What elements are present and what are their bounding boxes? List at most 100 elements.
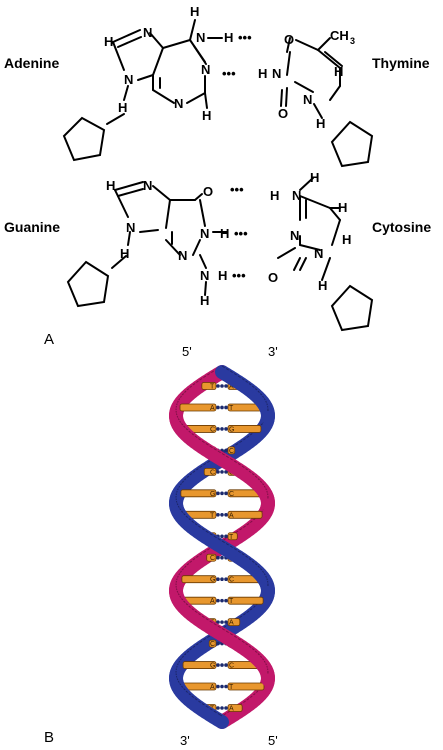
base-block [227, 682, 265, 691]
atom-n: N [178, 248, 187, 263]
atom-h: H [224, 30, 233, 45]
base-block [227, 618, 241, 627]
strand-end-bottom-right: 5' [268, 733, 278, 748]
hydrogen-bond-dot [224, 577, 228, 581]
atom-n: N [200, 268, 209, 283]
hydrogen-bond-dot [216, 555, 220, 560]
base-letter: T [210, 384, 215, 391]
hydrogen-bond-dot [224, 448, 228, 453]
atom-n: N [200, 226, 209, 241]
atom-n: N [303, 92, 312, 107]
atom-o: O [278, 106, 288, 121]
atom-h: H [106, 178, 115, 193]
base-letter: A [229, 620, 234, 627]
atom-n: N [201, 62, 210, 77]
hydrogen-bond-dot [216, 491, 220, 496]
atom-h: H [118, 100, 127, 115]
hydrogen-bond-dot [216, 470, 220, 474]
hbond-dots: ••• [230, 182, 244, 197]
guanine-label: Guanine [4, 219, 60, 235]
strand-end-top-left: 5' [182, 344, 192, 359]
hydrogen-bond-dot [220, 684, 224, 689]
base-letter: G [229, 426, 234, 433]
hydrogen-bond-dot [224, 384, 228, 388]
atom-n: N [174, 96, 183, 111]
atom-n: N [292, 188, 301, 203]
base-letter: C [229, 491, 234, 498]
sugar-ring-guanine [66, 260, 110, 308]
base-letter: A [210, 405, 215, 412]
methyl-subscript: 3 [350, 36, 355, 46]
strand-front [169, 365, 275, 729]
hydrogen-bond-dot [220, 470, 224, 474]
atom-h: H [220, 226, 229, 241]
hydrogen-bond-dot [216, 641, 220, 646]
strand-end-bottom-left: 3' [180, 733, 190, 748]
atom-n: N [314, 246, 323, 261]
hydrogen-bond-dot [224, 427, 228, 431]
base-letter: A [229, 706, 234, 713]
panel-b: TAATCGGCCGGCTAATCGGCATTACGGCATTA 5' 3' 3… [44, 344, 278, 748]
atom-n: N [143, 25, 152, 40]
methyl-label: CH [330, 28, 349, 43]
base-letter: T [229, 598, 234, 605]
hydrogen-bond-dot [224, 513, 228, 517]
atom-n: N [126, 220, 135, 235]
base-letter: A [210, 684, 215, 691]
strand-end-top-right: 3' [268, 344, 278, 359]
base-block [208, 639, 217, 648]
base-block [182, 661, 217, 669]
atom-h: H [190, 4, 199, 19]
base-letter: A [210, 598, 215, 605]
hydrogen-bond-dot [220, 405, 224, 410]
hydrogen-bond-dot [220, 513, 224, 517]
atom-o: O [268, 270, 278, 285]
hbond-dots: ••• [222, 66, 236, 81]
sugar-ring-adenine [62, 116, 106, 162]
hydrogen-bond-dot [216, 405, 220, 410]
base-block [227, 596, 264, 605]
base-block [227, 510, 263, 519]
adenine-label: Adenine [4, 55, 59, 71]
hydrogen-bond-dot [216, 663, 220, 667]
atom-o: O [284, 32, 294, 47]
atom-o: O [203, 184, 213, 199]
hydrogen-bond-dot [220, 384, 224, 388]
base-letter: A [229, 384, 234, 391]
base-letter: C [229, 448, 234, 455]
hbond-dots: ••• [234, 226, 248, 241]
base-block [201, 382, 217, 390]
hbond-dots: ••• [232, 268, 246, 283]
base-block [206, 553, 217, 562]
hydrogen-bond-dot [216, 706, 220, 710]
base-letter: C [229, 577, 234, 584]
atom-h: H [334, 64, 343, 79]
hydrogen-bond-dot [224, 598, 228, 603]
base-block [227, 532, 238, 541]
sugar-ring-thymine [330, 120, 374, 168]
atom-h: H [318, 278, 327, 293]
strand-1-segment [210, 712, 229, 729]
hydrogen-bond-dot [220, 427, 224, 431]
hydrogen-bond-dot [224, 405, 228, 410]
base-block [179, 403, 217, 412]
hydrogen-bond-dot [220, 598, 224, 603]
base-letter: C [229, 663, 234, 670]
base-block [180, 489, 217, 498]
base-letter: T [229, 534, 234, 541]
atom-n: N [196, 30, 205, 45]
base-letter: G [210, 663, 215, 670]
atom-h: H [338, 200, 347, 215]
hydrogen-bond-dot [216, 620, 220, 624]
thymine-label: Thymine [372, 55, 430, 71]
hydrogen-bond-dot [220, 620, 224, 624]
atom-h: H [258, 66, 267, 81]
atom-h: H [316, 116, 325, 131]
base-letter: C [210, 469, 215, 476]
